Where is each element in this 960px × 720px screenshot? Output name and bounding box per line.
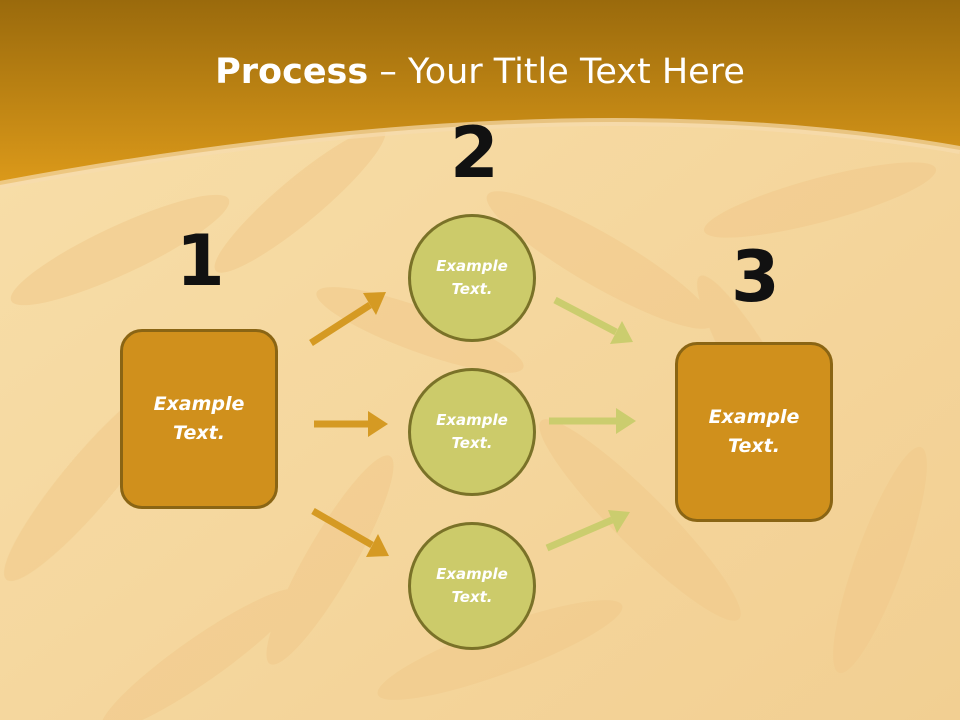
circle-middle-line2: Text. (451, 434, 493, 452)
left-box-line1: Example (153, 393, 245, 415)
circle-bottom-line1: Example (436, 565, 508, 583)
circle-top: Example Text. (408, 214, 536, 342)
arrow-right-top (553, 296, 633, 344)
circle-bottom: Example Text. (408, 522, 536, 650)
arrow-left-top (309, 292, 386, 346)
circle-bottom-line2: Text. (451, 588, 493, 606)
circle-top-line1: Example (436, 257, 508, 275)
arrow-left-middle (314, 411, 388, 437)
step-number-3: 3 (731, 236, 780, 318)
right-box-line1: Example (708, 406, 800, 428)
arrow-left-bottom (311, 507, 389, 557)
right-step-box: Example Text. (675, 342, 833, 522)
step-number-2: 2 (450, 112, 499, 194)
slide-title: Process – Your Title Text Here (0, 52, 960, 92)
circle-top-line2: Text. (451, 280, 493, 298)
arrow-right-middle (549, 408, 636, 434)
right-box-line2: Text. (728, 435, 780, 457)
title-bold: Process (215, 52, 369, 92)
arrow-right-bottom (545, 510, 630, 552)
left-step-box: Example Text. (120, 329, 278, 509)
circle-middle: Example Text. (408, 368, 536, 496)
title-rest: – Your Title Text Here (368, 52, 745, 92)
circle-middle-line1: Example (436, 411, 508, 429)
step-number-1: 1 (176, 220, 225, 302)
left-box-line2: Text. (173, 422, 225, 444)
